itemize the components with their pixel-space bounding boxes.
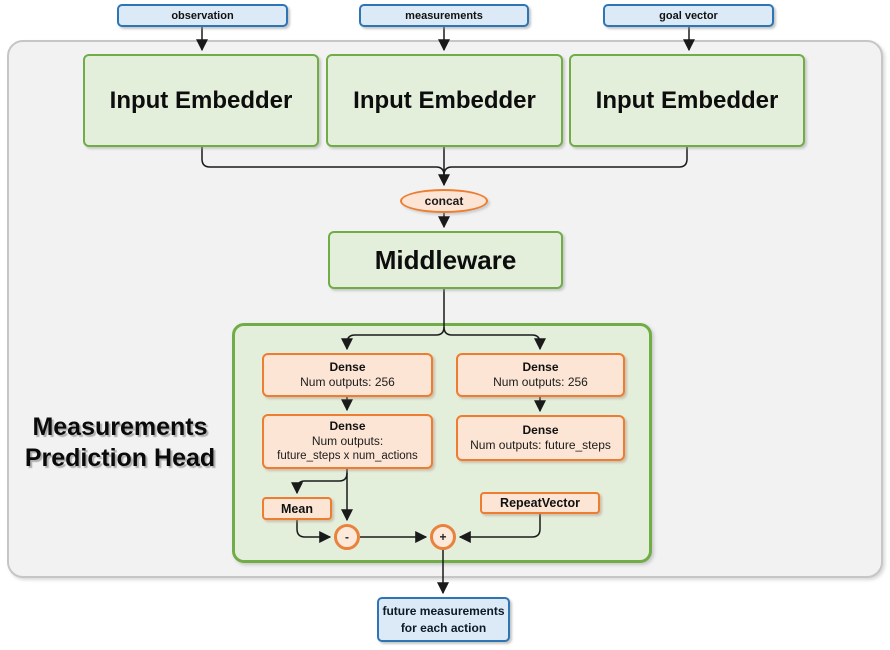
arrow-split-right — [443, 326, 546, 351]
output-box-future-measurements: future measurements for each action — [377, 597, 510, 642]
input-embedder-observation: Input Embedder — [83, 54, 319, 147]
input-embedder-measurements: Input Embedder — [326, 54, 563, 147]
dense-num-outputs: Num outputs: 256 — [300, 375, 395, 389]
arrow-mean-to-subtract — [296, 520, 332, 543]
input-embedder-goal: Input Embedder — [569, 54, 805, 147]
mean-node: Mean — [262, 497, 332, 520]
concat-node: concat — [400, 189, 488, 213]
repeat-vector-label: RepeatVector — [500, 496, 580, 510]
dense-title: Dense — [522, 423, 559, 437]
arrow-dense-l2-to-mean — [291, 472, 348, 495]
add-operator-icon: + — [430, 524, 456, 550]
output-label-line1: future measurements — [382, 603, 505, 618]
middleware-node: Middleware — [328, 231, 563, 289]
prediction-head-title-line2: Prediction Head — [24, 444, 216, 472]
arrow-repeatvector-to-add — [458, 514, 541, 543]
input-box-measurements: measurements — [359, 4, 529, 27]
dense-right-1: Dense Num outputs: 256 — [456, 353, 625, 397]
output-label-line2: for each action — [400, 620, 487, 635]
subtract-label: - — [345, 530, 349, 544]
dense-num-outputs: Num outputs: 256 — [493, 375, 588, 389]
mean-label: Mean — [281, 501, 313, 516]
dense-title: Dense — [329, 419, 366, 433]
dense-left-2: Dense Num outputs: future_steps x num_ac… — [262, 414, 433, 469]
subtract-operator-icon: - — [334, 524, 360, 550]
prediction-head-title-line1: Measurements — [32, 413, 208, 441]
measurements-label: measurements — [405, 9, 483, 22]
bracket-right — [443, 147, 688, 176]
embedder-label: Input Embedder — [353, 86, 536, 114]
repeat-vector-node: RepeatVector — [480, 492, 600, 514]
embedder-label: Input Embedder — [109, 86, 293, 114]
goal-vector-label: goal vector — [659, 9, 718, 22]
dense-title: Dense — [329, 360, 366, 374]
input-box-goal-vector: goal vector — [603, 4, 774, 27]
embedder-label: Input Embedder — [595, 86, 779, 114]
concat-label: concat — [424, 194, 464, 208]
dense-num-outputs-detail: future_steps x num_actions — [277, 450, 418, 462]
dense-title: Dense — [522, 360, 559, 374]
dense-right-2: Dense Num outputs: future_steps — [456, 415, 625, 461]
dense-num-outputs: Num outputs: future_steps — [470, 438, 611, 452]
bracket-left — [201, 147, 445, 176]
arrow-split-left — [341, 326, 445, 351]
observation-label: observation — [171, 9, 234, 22]
dense-num-outputs: Num outputs: — [311, 434, 384, 448]
prediction-head-title: Measurements Prediction Head — [20, 412, 220, 474]
add-label: + — [439, 530, 447, 544]
middleware-label: Middleware — [374, 244, 517, 275]
input-box-observation: observation — [117, 4, 288, 27]
dense-left-1: Dense Num outputs: 256 — [262, 353, 433, 397]
